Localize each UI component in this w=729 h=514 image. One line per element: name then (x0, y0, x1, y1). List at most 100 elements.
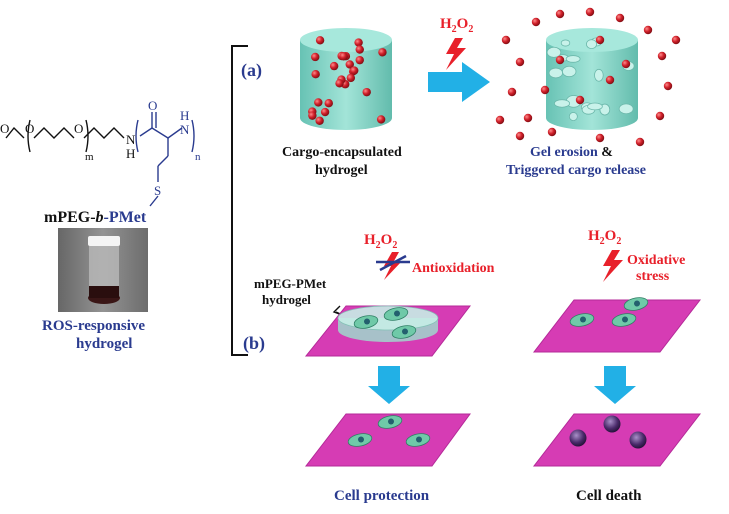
oxidative-label-2: stress (636, 269, 670, 284)
cargo-bead (329, 61, 339, 71)
erosion-pore (618, 103, 634, 115)
chem-carbonyl-o: O (148, 98, 157, 113)
ros-responsive-label-2: hydrogel (76, 336, 132, 352)
mpeg-hydrogel-label-2: hydrogel (262, 292, 311, 307)
cell-plate-dead (532, 413, 702, 467)
h2o2-label-b2: H2O2 (588, 228, 621, 247)
cargo-bead (657, 51, 667, 61)
erosion-pore (548, 67, 563, 79)
cargo-label-2: hydrogel (315, 163, 368, 178)
lightning-bolt-icon (603, 250, 623, 282)
cargo-bead (605, 75, 615, 85)
cargo-bead (595, 35, 605, 45)
h2o2-label-a: H2O2 (440, 16, 473, 35)
cargo-bead (531, 17, 541, 27)
cell-protection-label: Cell protection (334, 488, 430, 504)
cargo-bead (523, 113, 533, 123)
cell (623, 297, 649, 311)
cargo-bead (495, 115, 505, 125)
chemical-labels: O O O m N H O H N n S (0, 98, 201, 198)
cell (383, 307, 409, 321)
ros-responsive-label-1: ROS-responsive (42, 318, 145, 334)
gel-erosion-label: Gel erosion & (530, 145, 613, 160)
chem-ether-o1: O (25, 121, 34, 136)
vial-photo (58, 228, 148, 312)
erosion-pore (568, 112, 578, 121)
cell-plate-protected (304, 413, 471, 467)
cargo-bead (324, 98, 333, 108)
cargo-bead (635, 137, 645, 147)
cargo-bead (314, 98, 323, 107)
chem-amide-n: N (126, 132, 136, 147)
cargo-bead (346, 73, 356, 83)
chem-methoxy-o: O (0, 121, 9, 136)
cargo-bead (335, 79, 344, 88)
erosion-pore (562, 65, 577, 78)
dead-cell (629, 431, 647, 449)
cells-stressed (569, 297, 649, 327)
released-cargo (495, 7, 681, 147)
cell (377, 415, 403, 429)
cargo-bead (515, 131, 525, 141)
cargo-bead (501, 35, 511, 45)
chem-amide-h: H (126, 146, 135, 161)
cargo-bead (540, 85, 550, 95)
triggered-release-label: Triggered cargo release (506, 163, 646, 178)
dead-cell (569, 429, 587, 447)
encapsulated-cargo (308, 36, 387, 125)
blocked-lightning-icon (376, 252, 410, 280)
erosion-pore (586, 39, 598, 50)
cargo-bead (308, 111, 317, 120)
cargo-bead (311, 70, 320, 79)
cargo-bead (345, 60, 354, 69)
cargo-bead (315, 36, 325, 45)
erosion-pore (554, 99, 570, 108)
cargo-bead (547, 127, 557, 137)
cell (347, 433, 373, 447)
dead-cell (603, 415, 621, 433)
cargo-bead (575, 95, 585, 105)
cargo-bead (315, 116, 324, 125)
antioxidation-label: Antioxidation (412, 261, 495, 276)
chem-sulfur: S (154, 183, 161, 198)
cargo-bead (621, 59, 631, 69)
cargo-bead (376, 115, 386, 124)
cargo-bead (643, 25, 653, 35)
oxidative-label-1: Oxidative (627, 253, 685, 268)
chemical-structure (5, 112, 195, 207)
cargo-bead (615, 13, 625, 23)
cargo-bead (507, 87, 517, 97)
cell (353, 315, 379, 329)
chem-m-subscript: m (85, 151, 94, 163)
cargo-bead (311, 52, 320, 62)
chem-amine-n: N (180, 122, 190, 137)
cargo-bead (555, 55, 565, 65)
cargo-bead (555, 9, 565, 19)
cell (611, 313, 637, 327)
cargo-bead (320, 107, 330, 117)
mpeg-hydrogel-label-1: mPEG-PMet (254, 276, 327, 291)
dead-cells (569, 415, 647, 449)
polymer-name: mPEG-b-PMet (44, 209, 147, 226)
cargo-bead (595, 133, 605, 143)
eroded-hydrogel-cylinder (495, 7, 681, 147)
erosion-pore (594, 68, 604, 82)
cargo-bead (515, 57, 525, 67)
cargo-hydrogel-cylinder (300, 28, 392, 130)
h2o2-label-b1: H2O2 (364, 232, 397, 251)
erosion-pore (546, 46, 562, 58)
chem-ether-o2: O (74, 121, 83, 136)
bracket (231, 45, 248, 356)
cargo-bead (355, 45, 364, 54)
cargo-bead (355, 55, 364, 65)
cargo-bead (663, 81, 673, 91)
arrow-down-icon (594, 366, 636, 404)
lightning-bolt-icon (446, 38, 466, 70)
cargo-bead (362, 87, 371, 97)
cargo-label-1: Cargo-encapsulated (282, 145, 402, 160)
cargo-bead (671, 35, 681, 45)
cargo-bead (339, 52, 348, 61)
erosion-pore (565, 55, 581, 63)
